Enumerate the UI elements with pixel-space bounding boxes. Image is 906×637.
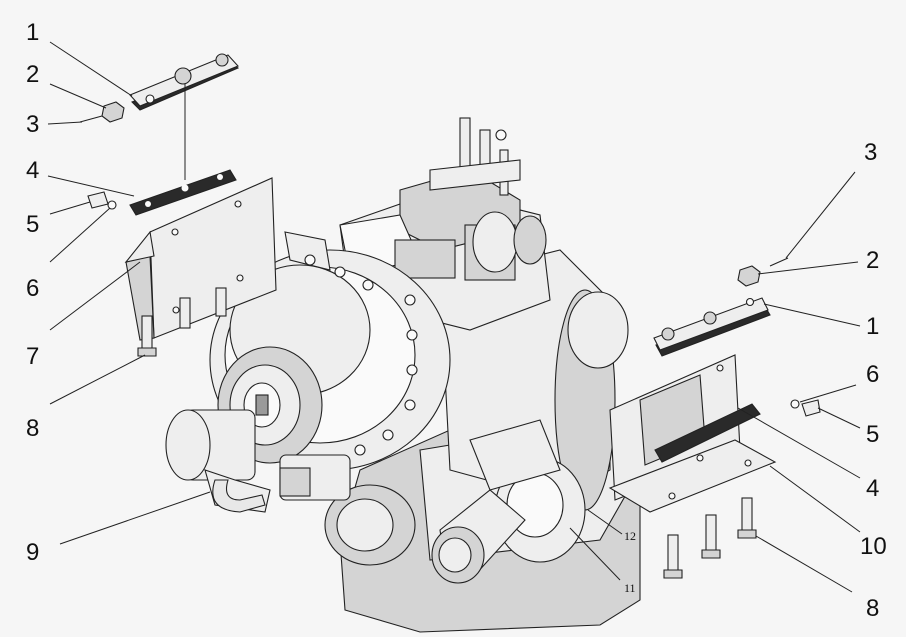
right-washer-6 <box>790 399 800 409</box>
right-cotter-pin-3 <box>769 257 789 267</box>
callout-labels-bottom: 12 11 <box>624 529 636 595</box>
callout-left-8: 8 <box>26 415 39 442</box>
right-castle-nut-2 <box>737 265 761 287</box>
left-bolt-5 <box>87 191 109 209</box>
callout-left-2: 2 <box>26 61 39 88</box>
callout-labels-right: 3 2 1 6 5 4 10 8 <box>860 139 887 622</box>
left-castle-nut-2 <box>101 101 125 123</box>
callout-right-10: 10 <box>860 533 887 560</box>
left-bolt-8 <box>141 315 153 353</box>
right-bolt-5 <box>801 399 821 417</box>
callout-right-1: 1 <box>866 313 879 340</box>
left-cotter-pin-3 <box>79 115 103 123</box>
right-black-bar-4 <box>654 403 761 463</box>
left-washer-6 <box>107 200 117 210</box>
leader-lines <box>47 41 861 593</box>
right-mount-parts <box>608 257 821 579</box>
lower-hydraulic-pump <box>431 419 586 584</box>
callout-right-2: 2 <box>866 247 879 274</box>
callout-12: 12 <box>624 529 636 543</box>
callout-left-1: 1 <box>26 19 39 46</box>
callout-left-4: 4 <box>26 157 39 184</box>
left-black-bar-4 <box>129 169 237 216</box>
transmission-housing <box>209 117 641 633</box>
callout-left-6: 6 <box>26 275 39 302</box>
callout-right-6: 6 <box>866 361 879 388</box>
callout-right-8: 8 <box>866 595 879 622</box>
callout-right-5: 5 <box>866 421 879 448</box>
callout-left-9: 9 <box>26 539 39 566</box>
callout-labels-left: 1 2 3 4 5 6 7 8 9 <box>26 19 39 566</box>
right-bolt-8 <box>667 534 679 574</box>
callout-right-4: 4 <box>866 475 879 502</box>
callout-left-5: 5 <box>26 211 39 238</box>
callout-right-3: 3 <box>864 139 877 166</box>
callout-11: 11 <box>624 581 636 595</box>
left-mount-parts <box>79 53 277 357</box>
callout-left-3: 3 <box>26 111 39 138</box>
callout-left-7: 7 <box>26 343 39 370</box>
left-hydraulic-pump <box>165 409 351 513</box>
